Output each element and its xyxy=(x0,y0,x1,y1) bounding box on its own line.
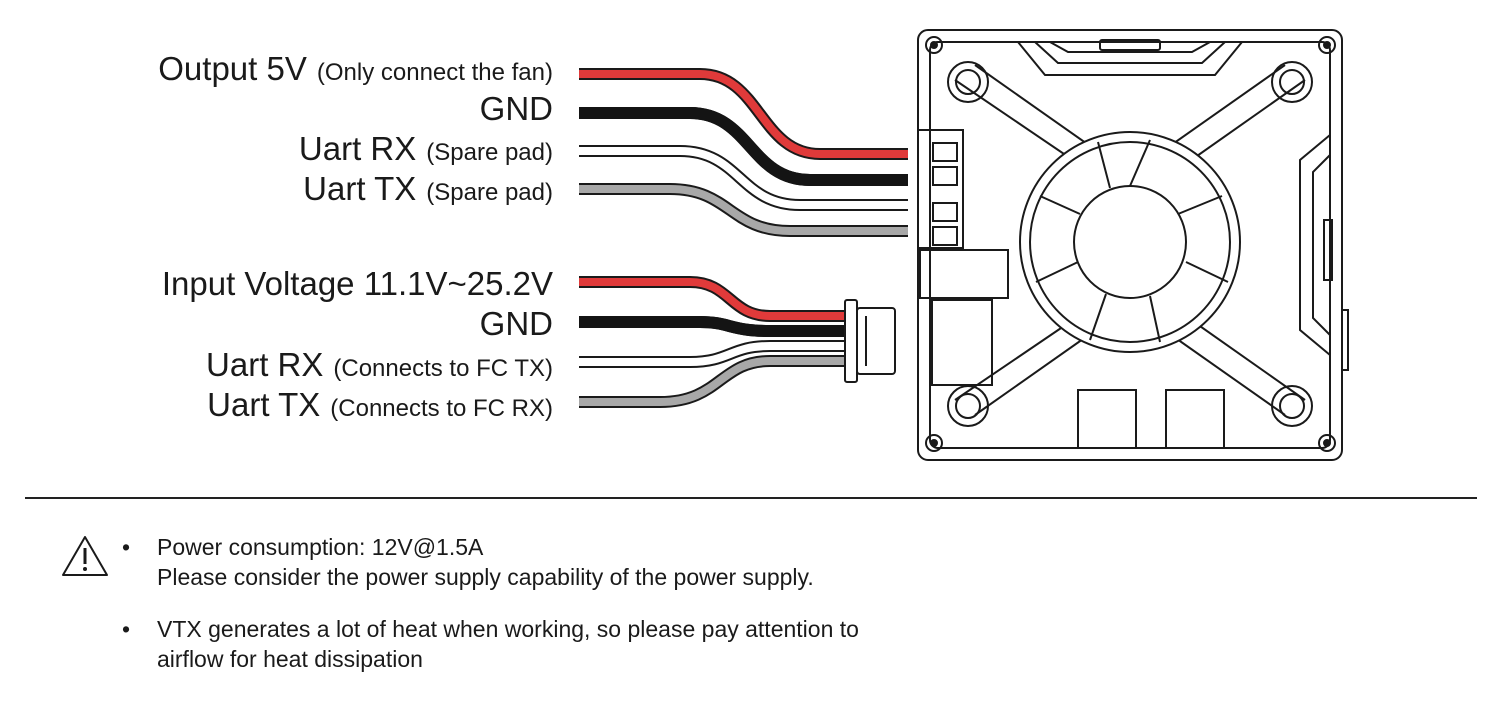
wire-lower-2 xyxy=(579,316,847,337)
label-uart-rx-lower: Uart RX(Connects to FC TX) xyxy=(206,346,553,383)
note-power-line-1: Power consumption: 12V@1.5A xyxy=(157,534,484,560)
wire-upper-1 xyxy=(579,70,908,158)
wire-lower-3 xyxy=(579,342,847,366)
wiring-diagram: Output 5V(Only connect the fan) GND Uart… xyxy=(158,29,1349,461)
note-power-line-2: Please consider the power supply capabil… xyxy=(157,564,814,590)
upper-wire-bundle xyxy=(579,68,908,237)
label-input-voltage: Input Voltage 11.1V~25.2V xyxy=(162,265,553,302)
wire-upper-3 xyxy=(579,147,908,209)
label-gnd-upper: GND xyxy=(480,90,553,127)
label-output-5v: Output 5V(Only connect the fan) xyxy=(158,50,553,87)
bullet: • xyxy=(122,534,131,560)
label-gnd-lower: GND xyxy=(480,305,553,342)
note-power: • Power consumption: 12V@1.5A Please con… xyxy=(60,532,1060,592)
note-heat-line-2: airflow for heat dissipation xyxy=(157,646,423,672)
warning-triangle-icon xyxy=(62,536,108,576)
label-uart-tx-lower: Uart TX(Connects to FC RX) xyxy=(207,386,553,423)
label-uart-tx-upper: Uart TX(Spare pad) xyxy=(303,170,553,207)
note-heat: • VTX generates a lot of heat when worki… xyxy=(60,614,1060,674)
wire-lower-1 xyxy=(579,278,847,320)
section-divider xyxy=(25,497,1477,499)
wire-upper-2 xyxy=(579,107,908,186)
lower-labels: Input Voltage 11.1V~25.2V GND Uart RX(Co… xyxy=(162,265,553,423)
vtx-module xyxy=(917,29,1349,461)
upper-labels: Output 5V(Only connect the fan) GND Uart… xyxy=(158,50,553,207)
notes-section: • Power consumption: 12V@1.5A Please con… xyxy=(60,532,1060,696)
note-heat-line-1: VTX generates a lot of heat when working… xyxy=(157,616,859,642)
bullet: • xyxy=(122,616,131,642)
label-uart-rx-upper: Uart RX(Spare pad) xyxy=(299,130,553,167)
wire-upper-4 xyxy=(579,185,908,235)
lower-wire-bundle xyxy=(579,276,847,408)
wire-lower-4 xyxy=(579,357,847,406)
jst-connector xyxy=(844,299,896,383)
